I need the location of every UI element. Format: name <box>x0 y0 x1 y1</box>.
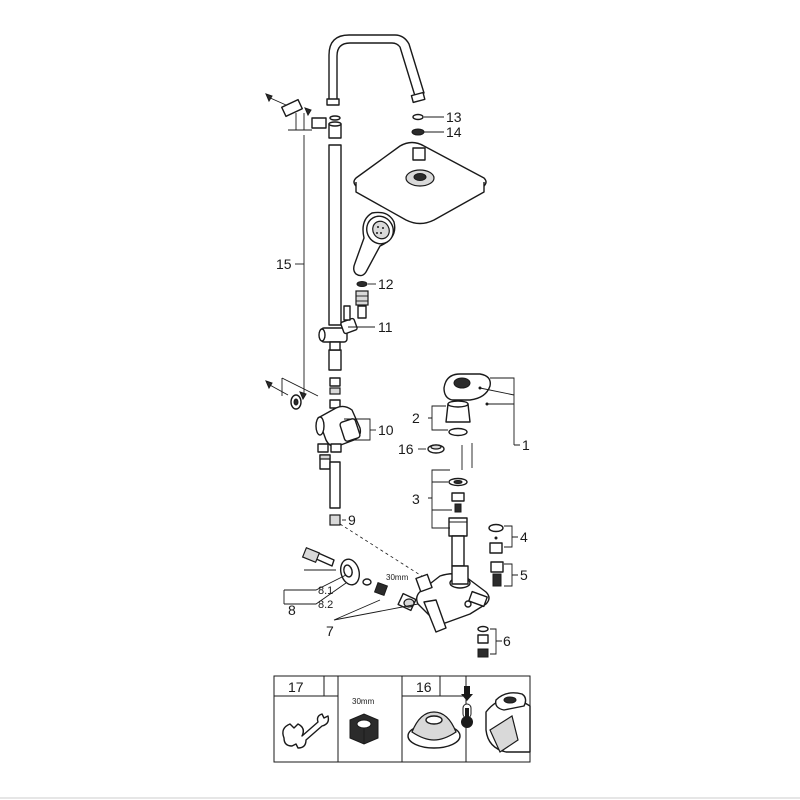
label-2: 2 <box>412 410 420 426</box>
lower-pipe <box>319 454 341 509</box>
rail-lower-fitting <box>329 377 341 395</box>
part-4 <box>488 523 504 554</box>
upper-wall-bracket <box>265 93 327 131</box>
label-15: 15 <box>276 256 292 272</box>
shower-slider <box>318 305 358 351</box>
label-10: 10 <box>378 422 394 438</box>
wrench-icon <box>282 713 330 749</box>
rail-top-fitting <box>328 115 342 139</box>
label-1: 1 <box>522 437 530 453</box>
cover-16-icon <box>407 711 461 749</box>
washer-13 <box>412 113 424 121</box>
nut-icon <box>349 713 379 745</box>
accessory-caption-30mm: 30mm <box>352 697 375 706</box>
label-7: 7 <box>326 623 334 639</box>
diverter-body <box>315 399 362 453</box>
lower-wall-bracket <box>265 377 319 410</box>
label-16: 16 <box>398 441 414 457</box>
washer-12 <box>356 281 368 287</box>
label-8-1: 8.1 <box>318 585 333 597</box>
hose-nut <box>355 290 369 319</box>
label-8-2: 8.2 <box>318 599 333 611</box>
accessory-number-16: 16 <box>416 679 432 695</box>
label-6: 6 <box>503 633 511 649</box>
label-9: 9 <box>348 512 356 528</box>
escutcheon-8-2 <box>339 558 361 586</box>
cover-16 <box>427 444 445 454</box>
label-8: 8 <box>288 602 296 618</box>
overhead-shower-head <box>353 141 487 225</box>
part-5 <box>490 561 504 587</box>
part-6 <box>477 625 489 658</box>
footer-rule <box>0 797 800 799</box>
cap-2 <box>445 400 471 437</box>
label-12: 12 <box>378 276 394 292</box>
label-5: 5 <box>520 567 528 583</box>
thermometer-icon <box>461 686 473 728</box>
cartridge-3 <box>448 443 473 567</box>
s-union-8-1 <box>301 546 335 567</box>
label-4: 4 <box>520 529 528 545</box>
label-11: 11 <box>378 319 393 335</box>
label-13: 13 <box>446 109 462 125</box>
slide-rail <box>328 144 342 371</box>
accessory-number-17: 17 <box>288 679 304 695</box>
dimension-note: 30mm <box>386 573 409 582</box>
label-14: 14 <box>446 124 462 140</box>
washer-14 <box>411 128 425 136</box>
shower-riser-pipe <box>326 34 426 106</box>
mixer-lever <box>443 373 491 406</box>
label-3: 3 <box>412 491 420 507</box>
hand-shower <box>353 211 396 277</box>
bath-mixer-body <box>415 565 490 633</box>
connection-part-7 <box>362 578 417 612</box>
mixer-handle-closeup-icon <box>485 692 531 753</box>
pipe-adapter-9 <box>329 514 341 526</box>
